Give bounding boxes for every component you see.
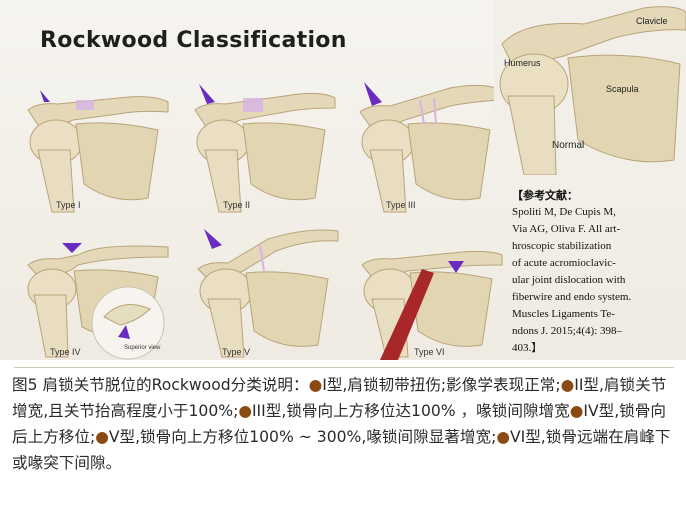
- reference-line: of acute acromioclavic-: [512, 257, 616, 269]
- force-arrow: [62, 243, 82, 253]
- type-iv-panel: Type IV Superior view: [18, 225, 188, 360]
- force-arrow: [199, 84, 215, 104]
- normal-label: Normal: [552, 140, 585, 151]
- caption-item: IV型,锁骨向后上方移位;: [12, 402, 666, 446]
- reference-block: 【参考文献： Spoliti M, De Cupis M, Via AG, Ol…: [512, 187, 682, 357]
- bullet-icon: ●: [95, 428, 109, 446]
- shoulder-illustration: [27, 243, 169, 360]
- reference-line: 403.】: [512, 342, 543, 354]
- caption-divider: [14, 367, 674, 368]
- muscle-shape: [380, 269, 434, 360]
- force-arrow: [204, 229, 222, 249]
- type-label: Type III: [386, 200, 416, 210]
- type-i-panel: Type I: [18, 80, 178, 215]
- figure-caption: 图5 肩锁关节脱位的Rockwood分类说明：●I型,肩锁韧带扭伤;影像学表现正…: [12, 372, 680, 476]
- bullet-icon: ●: [308, 376, 323, 394]
- caption-item: I型,肩锁韧带扭伤;影像学表现正常;: [322, 376, 561, 394]
- caption-item: III型,锁骨向上方移位达100% ，喙锁间隙增宽: [251, 402, 570, 420]
- reference-line: Muscles Ligaments Te-: [512, 308, 615, 320]
- force-arrow: [40, 90, 50, 102]
- clavicle-label: Clavicle: [636, 16, 668, 26]
- shoulder-illustration: [197, 229, 339, 358]
- caption-item: II型,肩锁关节增宽,且关节抬高程度小于100%;: [12, 376, 667, 420]
- type-vi-panel: Type VI: [352, 225, 512, 360]
- type-label: Type VI: [414, 347, 445, 357]
- shoulder-illustration: [194, 84, 336, 213]
- reference-line: hroscopic stabilization: [512, 240, 612, 252]
- shoulder-illustration: [359, 82, 501, 213]
- type-label: Type IV: [50, 347, 81, 357]
- caption-item: VI型,锁骨远端在肩峰下或喙突下间隙。: [12, 428, 671, 472]
- reference-line: Spoliti M, De Cupis M,: [512, 206, 616, 218]
- type-ii-panel: Type II: [185, 80, 345, 215]
- type-v-panel: Type V: [188, 225, 348, 360]
- force-arrow: [448, 261, 464, 273]
- bullet-icon: ●: [496, 428, 510, 446]
- caption-prefix: 图5 肩锁关节脱位的Rockwood分类说明：: [12, 376, 309, 394]
- shoulder-illustration: [361, 250, 503, 360]
- reference-heading: 【参考文献：: [512, 189, 578, 202]
- force-arrow: [364, 82, 382, 106]
- humerus-label: Humerus: [504, 58, 541, 68]
- shoulder-illustration: [27, 90, 169, 213]
- inset-label: Superior view: [124, 345, 161, 351]
- normal-panel: Clavicle Humerus Scapula Normal: [494, 0, 686, 176]
- rockwood-figure: Rockwood Classification Type I: [0, 0, 686, 360]
- figure-title: Rockwood Classification: [40, 28, 347, 53]
- bullet-icon: ●: [569, 402, 584, 420]
- type-label: Type II: [223, 200, 251, 210]
- bullet-icon: ●: [560, 376, 575, 394]
- bullet-icon: ●: [238, 402, 252, 420]
- type-iii-panel: Type III: [350, 80, 510, 215]
- reference-line: ndons J. 2015;4(4): 398–: [512, 325, 622, 337]
- type-label: Type I: [56, 200, 81, 210]
- reference-line: ular joint dislocation with: [512, 274, 626, 286]
- reference-line: fiberwire and endo system.: [512, 291, 632, 303]
- type-label: Type V: [222, 347, 251, 357]
- scapula-label: Scapula: [606, 84, 639, 94]
- caption-item: V型,锁骨向上方移位100% ~ 300%,喙锁间隙显著增宽;: [108, 428, 497, 446]
- reference-line: Via AG, Oliva F. All art-: [512, 223, 621, 235]
- normal-shoulder-illustration: [499, 6, 686, 176]
- inset-arrow: [118, 325, 130, 339]
